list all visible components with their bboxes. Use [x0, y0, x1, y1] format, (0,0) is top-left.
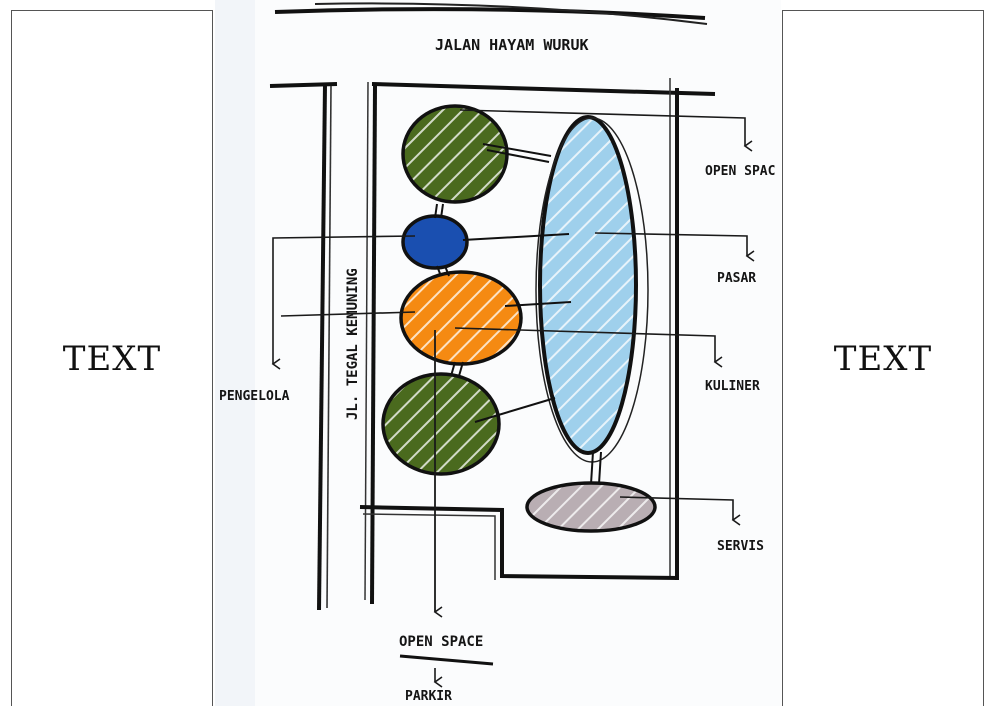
label-servis: SERVIS: [717, 539, 764, 554]
sketch-canvas: JALAN HAYAM WURUK JL. TEGAL KEMUNING: [215, 0, 781, 706]
street-top-label: JALAN HAYAM WURUK: [435, 36, 589, 54]
right-text-panel: TEXT: [782, 10, 984, 706]
label-pasar: PASAR: [717, 271, 756, 286]
left-panel-label: TEXT: [63, 339, 161, 379]
right-panel-label: TEXT: [834, 339, 932, 379]
paper-shadow: [215, 0, 255, 706]
left-text-panel: TEXT: [11, 10, 213, 706]
label-parkir: PARKIR: [405, 689, 452, 704]
label-pengelola: PENGELOLA: [219, 389, 290, 404]
street-side-label: JL. TEGAL KEMUNING: [345, 268, 361, 420]
label-open-space-right: OPEN SPAC: [705, 164, 775, 179]
site-plan-sketch: JALAN HAYAM WURUK JL. TEGAL KEMUNING: [215, 0, 781, 706]
label-open-space-bottom: OPEN SPACE: [399, 634, 483, 650]
label-kuliner: KULINER: [705, 379, 760, 394]
